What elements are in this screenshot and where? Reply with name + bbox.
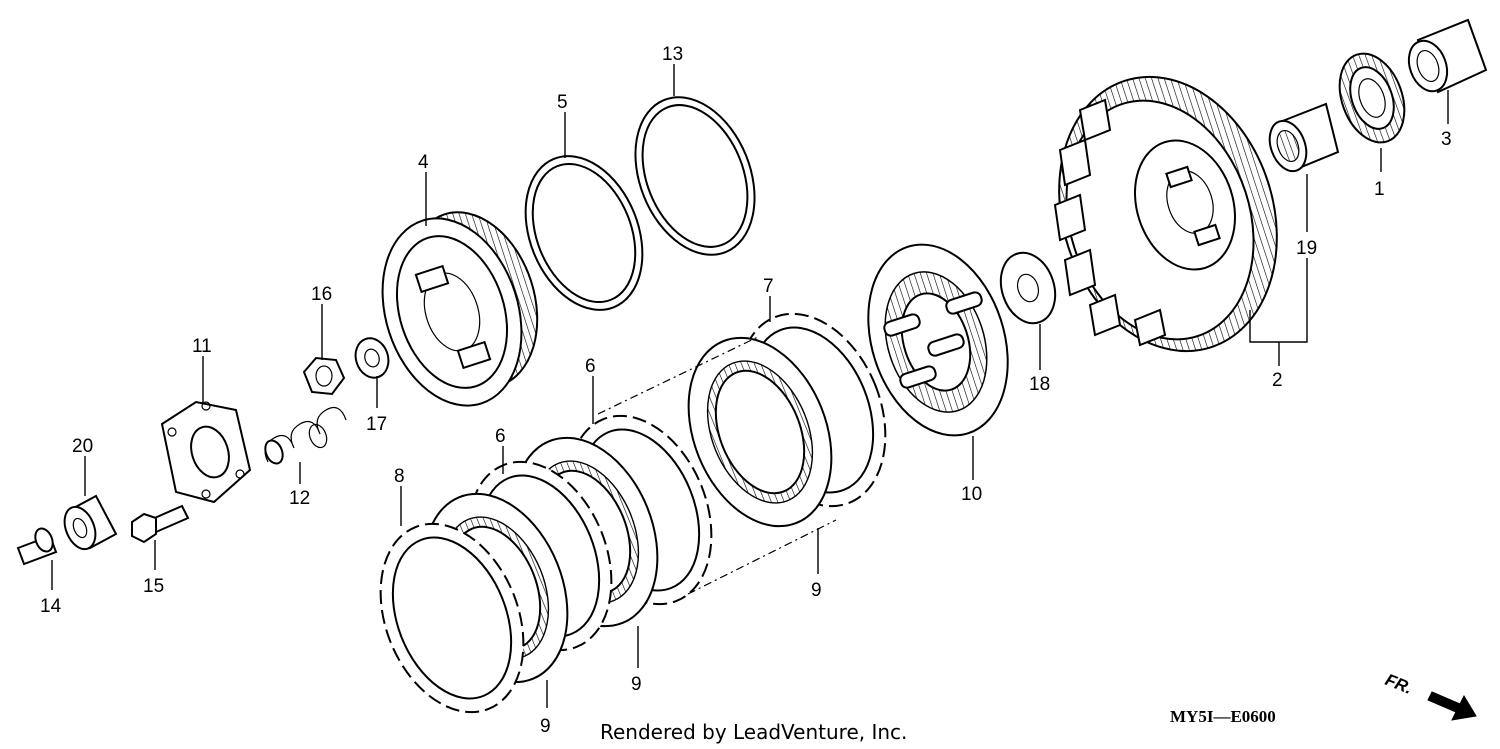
part-1-gear: [1338, 52, 1406, 144]
callout-12: 12: [289, 488, 310, 509]
part-10-pressure-plate: [867, 243, 1009, 437]
part-4-clutch-center: [381, 211, 539, 407]
callout-6a: 6: [585, 356, 596, 377]
part-15-bolt: [131, 504, 190, 544]
callout-3: 3: [1441, 129, 1452, 150]
callout-6b: 6: [495, 426, 506, 447]
part-19-needle-bearing: [1268, 102, 1340, 173]
callout-2: 2: [1272, 370, 1283, 391]
part-14-pin: [16, 527, 58, 566]
part-2-clutch-basket: [1053, 75, 1278, 353]
part-13-ring: [634, 96, 756, 256]
part-16-nut: [302, 356, 346, 396]
part-18-washer: [999, 251, 1057, 325]
callout-17: 17: [366, 414, 387, 435]
front-label: FR.: [1383, 670, 1416, 698]
callout-4: 4: [418, 152, 429, 173]
callout-9a: 9: [811, 580, 822, 601]
diagram-code: MY5I—E0600: [1170, 707, 1276, 726]
part-17-washer: [354, 337, 390, 379]
front-direction-indicator: FR.: [1383, 670, 1477, 721]
callout-11: 11: [192, 336, 212, 357]
part-8-friction-disc: [379, 522, 525, 714]
stack-guide-lines: [597, 335, 837, 595]
part-9-plate-upper: [687, 336, 833, 528]
callout-labels: 1 2 3 4 5 6 6 7 8 9 9 9 10 11 12 13 14 1…: [40, 44, 1452, 737]
callout-10: 10: [961, 484, 982, 505]
callout-8: 8: [394, 466, 405, 487]
callout-18: 18: [1029, 374, 1050, 395]
part-3-collar: [1407, 18, 1488, 94]
part-12-spring: [264, 407, 347, 465]
leader-lines: [51, 64, 1449, 708]
callout-14: 14: [40, 596, 62, 617]
callout-19: 19: [1296, 238, 1317, 259]
part-11-lifter-plate: [160, 400, 252, 504]
callout-1: 1: [1374, 179, 1385, 200]
part-5-ring: [524, 155, 644, 311]
callout-7: 7: [763, 276, 774, 297]
callout-5: 5: [557, 92, 568, 113]
callout-15: 15: [143, 576, 164, 597]
callout-20: 20: [72, 436, 93, 457]
callout-13: 13: [662, 44, 683, 65]
callout-9b: 9: [631, 674, 642, 695]
callout-9c: 9: [540, 716, 551, 737]
front-arrow-icon: [1427, 691, 1477, 721]
part-20-bearing: [63, 494, 118, 551]
callout-16: 16: [311, 284, 332, 305]
render-credit: Rendered by LeadVenture, Inc.: [600, 720, 907, 744]
